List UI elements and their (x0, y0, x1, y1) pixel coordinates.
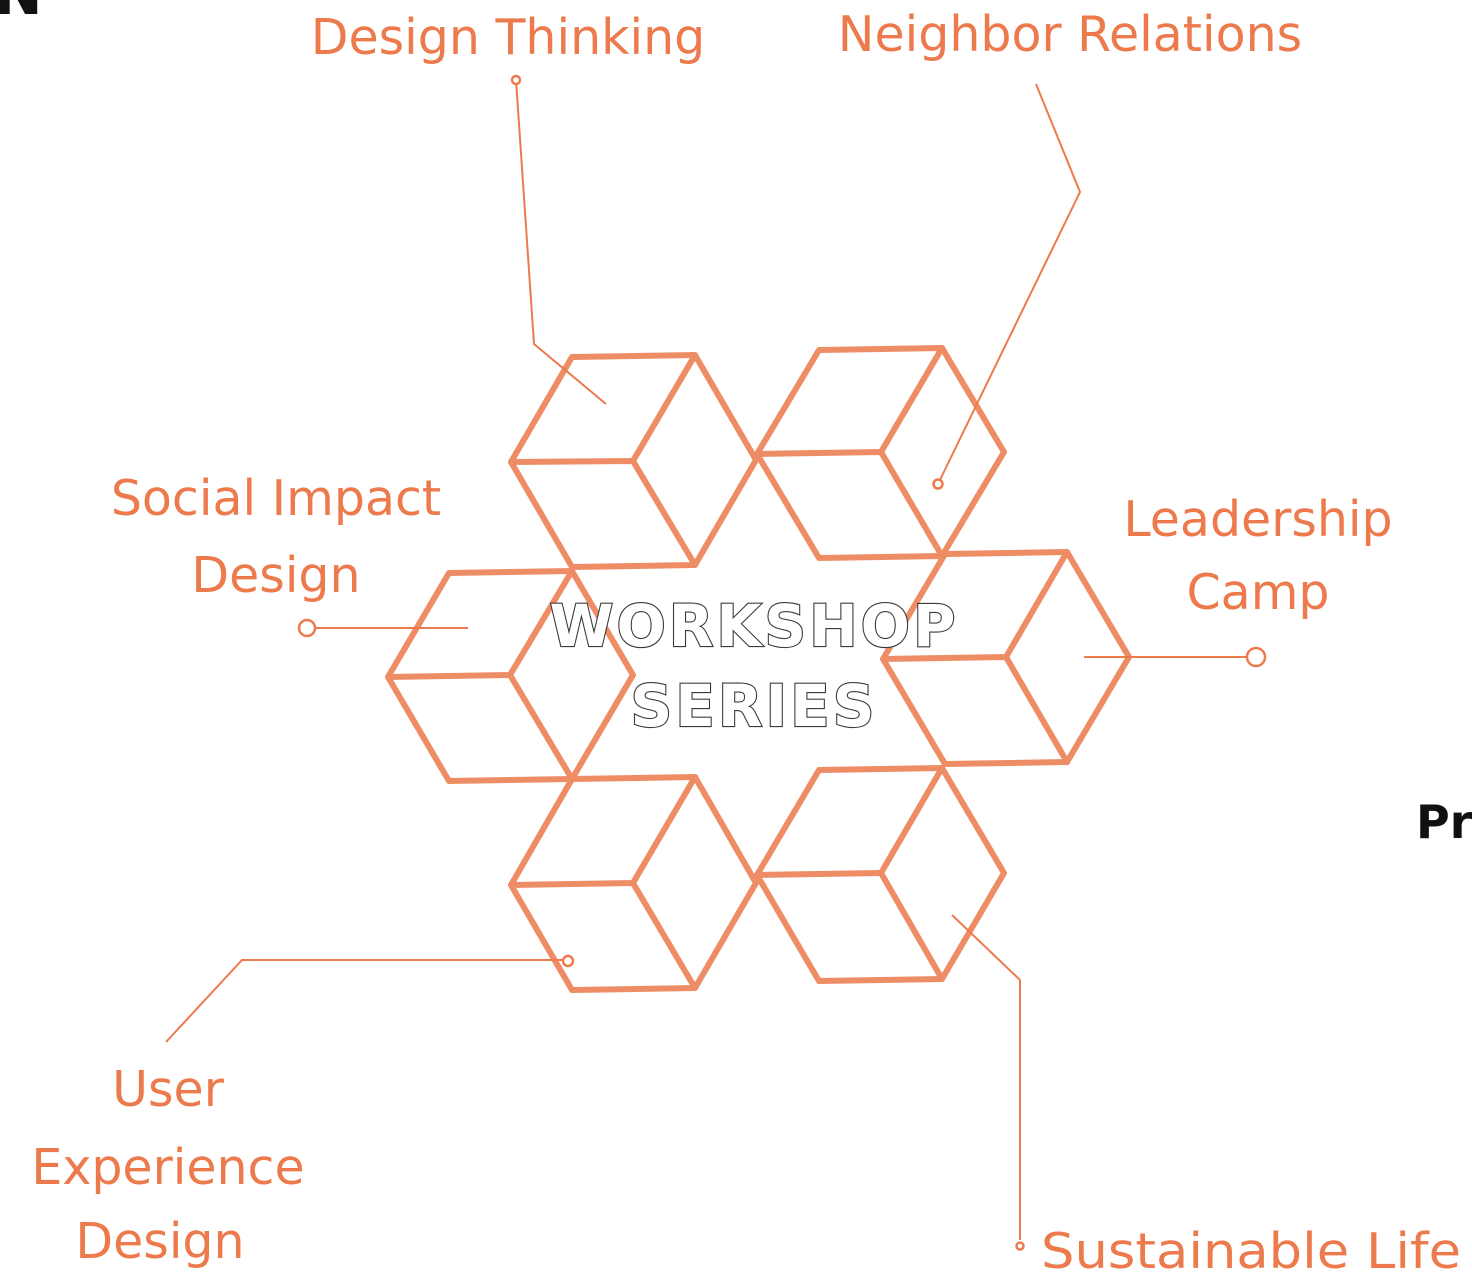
center-title-line-1: WORKSHOP (549, 592, 958, 660)
label-leadership-camp-line-2: Camp (1186, 564, 1329, 621)
cube-bottom-right (754, 765, 1007, 984)
edge-fragment-right: Pr (1416, 795, 1472, 849)
leader-neighbor-relations (937, 83, 1082, 485)
leader-sustainable-life (951, 914, 1021, 1240)
cube-bottom-left (508, 774, 759, 993)
leader-lines (165, 74, 1267, 1251)
leader-dot-sustainable-life (1015, 1241, 1025, 1251)
leader-dot-design-thinking (510, 74, 522, 86)
leader-design-thinking (515, 79, 607, 405)
label-social-impact-line-2: Design (191, 547, 360, 604)
label-neighbor-relations: Neighbor Relations (838, 6, 1302, 63)
label-user-experience-line-2: Experience (31, 1139, 304, 1196)
cube-cluster (385, 345, 1132, 993)
edge-fragment-top-left: N (0, 0, 43, 28)
cube-right (880, 549, 1132, 767)
label-sustainable-life: Sustainable Life (1041, 1223, 1461, 1278)
label-user-experience-line-3: Design (75, 1213, 244, 1270)
center-title-line-2: SERIES (630, 672, 877, 740)
label-user-experience-line-1: User (112, 1061, 225, 1118)
leader-dot-social-impact (297, 618, 317, 638)
leader-dot-leadership-camp (1245, 646, 1267, 668)
label-design-thinking: Design Thinking (311, 9, 706, 66)
cube-top-left (508, 352, 759, 570)
label-leadership-camp-line-1: Leadership (1123, 491, 1392, 548)
leader-user-experience (165, 959, 563, 1043)
leader-dot-neighbor-relations (932, 478, 944, 490)
label-social-impact-line-1: Social Impact (111, 470, 441, 527)
cube-top-right (754, 345, 1007, 561)
leader-dot-user-experience (561, 954, 575, 968)
